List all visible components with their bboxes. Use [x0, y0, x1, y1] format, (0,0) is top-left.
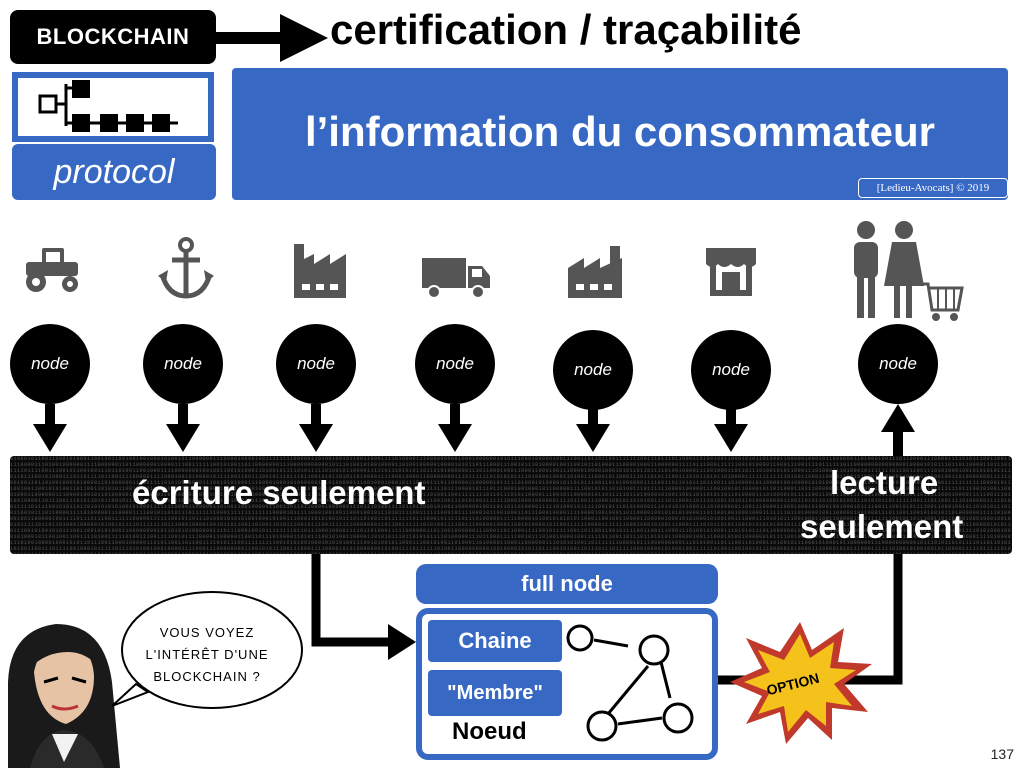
store-icon [706, 248, 756, 296]
speech-line-1: VOUS VOYEZ [159, 625, 255, 640]
truck-icon [422, 258, 490, 299]
tractor-icon [26, 248, 78, 292]
copyright-label: [Ledieu-Avocats] © 2019 [858, 178, 1008, 198]
node-circle-3 [276, 324, 356, 452]
anchor-icon [158, 237, 214, 299]
lawyer-character-illustration [8, 624, 120, 768]
node-label: node [574, 360, 612, 379]
shoppers-cart-icon [854, 221, 964, 321]
factory-icon [568, 246, 622, 298]
header-arrow [214, 14, 328, 62]
blockchain-chain-diagram [12, 72, 214, 142]
blockchain-badge: BLOCKCHAIN [10, 10, 216, 64]
node-circle-5 [553, 330, 633, 452]
node-circle-6 [691, 330, 771, 452]
node-label: node [436, 354, 474, 373]
node-label: node [31, 354, 69, 373]
chaine-pill: Chaine [428, 620, 562, 662]
speech-line-2: L'INTÉRÊT D'UNE [145, 647, 269, 662]
node-arrows [10, 324, 938, 460]
node-circle-4 [415, 324, 495, 452]
noeud-label: Noeud [452, 718, 527, 745]
write-only-label: écriture seulement [132, 474, 426, 511]
ledger-binary-texture: 0100010110011000101000110010011001001001… [10, 456, 1012, 554]
speech-bubble [111, 591, 303, 709]
option-explosion-icon [730, 622, 872, 744]
node-label: node [879, 354, 917, 373]
chain-blocks-icon [38, 80, 178, 132]
node-circle-7 [858, 324, 938, 460]
read-only-label-line2: seulement [800, 508, 964, 545]
node-circle-1 [10, 324, 90, 452]
network-graph-icon [566, 624, 694, 742]
node-label: node [164, 354, 202, 373]
page-number: 137 [990, 746, 1014, 762]
read-only-label-line1: lecture [830, 464, 939, 501]
page-title: certification / traçabilité [330, 6, 802, 53]
factory-icon [294, 244, 346, 298]
node-label: node [712, 360, 750, 379]
blockchain-ledger-band: 0100010110011000101000110010011001001001… [10, 456, 1012, 554]
node-circle-2 [143, 324, 223, 452]
protocol-label: protocol [12, 144, 216, 200]
node-label: node [297, 354, 335, 373]
speech-bubble-text: VOUS VOYEZ L'INTÉRÊT D'UNE BLOCKCHAIN ? [132, 622, 282, 688]
full-node-title: full node [416, 564, 718, 604]
membre-pill: "Membre" [428, 670, 562, 716]
speech-line-3: BLOCKCHAIN ? [153, 669, 261, 684]
banner-title: l’information du consommateur [304, 108, 936, 155]
